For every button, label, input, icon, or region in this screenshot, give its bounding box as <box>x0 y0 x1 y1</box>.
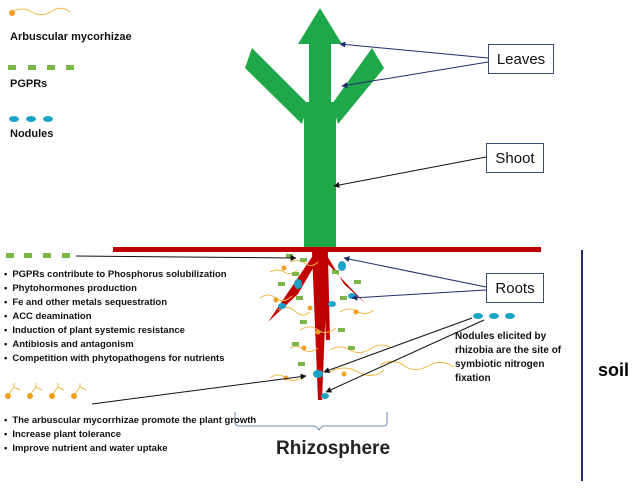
shoot-arrow <box>333 156 487 188</box>
leaves-label: Leaves <box>488 44 554 74</box>
note-nodule-icon <box>473 313 515 319</box>
soil-label: soil <box>598 360 630 380</box>
list-item: Increase plant tolerance <box>4 428 256 442</box>
leaves-arrows <box>339 41 489 89</box>
legend-mycorrhizae-label: Arbuscular mycorhizae <box>10 31 132 43</box>
mycorrhizae-spores <box>273 265 359 381</box>
shoot-label: Shoot <box>486 143 544 173</box>
amf-function-list: The arbuscular mycorrhizae promote the p… <box>4 414 256 456</box>
pgpr-bacteria <box>278 254 361 366</box>
top-leaf <box>298 8 342 104</box>
legend-pgpr-label: PGPRs <box>10 78 48 90</box>
legend-nodules-label: Nodules <box>10 128 54 140</box>
nodule-arrow-2 <box>325 319 485 393</box>
left-leaf <box>245 48 308 124</box>
list-item: Fe and other metals sequestration <box>4 296 227 310</box>
list-item: PGPRs contribute to Phosphorus solubiliz… <box>4 268 226 282</box>
list-item: Improve nutrient and water uptake <box>4 442 256 456</box>
pgpr-function-list: PGPRs contribute to Phosphorus solubiliz… <box>4 268 227 366</box>
amf-list-icon <box>7 383 87 396</box>
rhizosphere-brace <box>234 412 388 432</box>
list-item: Competition with phytopathogens for nutr… <box>4 352 227 366</box>
plant-shoot <box>245 8 384 250</box>
pgpr-list-icon <box>6 253 70 258</box>
rhizosphere-label: Rhizosphere <box>276 438 391 459</box>
mycorrhizae-hyphae <box>259 259 455 382</box>
soil-surface-line <box>113 247 541 252</box>
legend-mycorrhizae-icon <box>9 7 71 16</box>
legend-nodule-icon <box>9 116 53 122</box>
nodule-arrow-1 <box>323 317 473 373</box>
nodules-note: Nodules elicited by rhizobia are the sit… <box>455 331 562 384</box>
list-item: ACC deamination <box>4 310 227 324</box>
roots-label: Roots <box>486 273 544 303</box>
roots-arrow-upper <box>343 256 487 288</box>
list-item: Induction of plant systemic resistance <box>4 324 227 338</box>
list-item: Phytohormones production <box>4 282 227 296</box>
list-item: Antibiosis and antagonism <box>4 338 227 352</box>
roots-arrow-lower <box>351 289 487 301</box>
legend-pgpr-icon <box>8 65 74 70</box>
list-item: The arbuscular mycorrhizae promote the p… <box>4 414 256 428</box>
amf-arrow <box>91 373 307 405</box>
pgpr-arrow <box>75 254 297 261</box>
right-leaf <box>332 48 384 124</box>
